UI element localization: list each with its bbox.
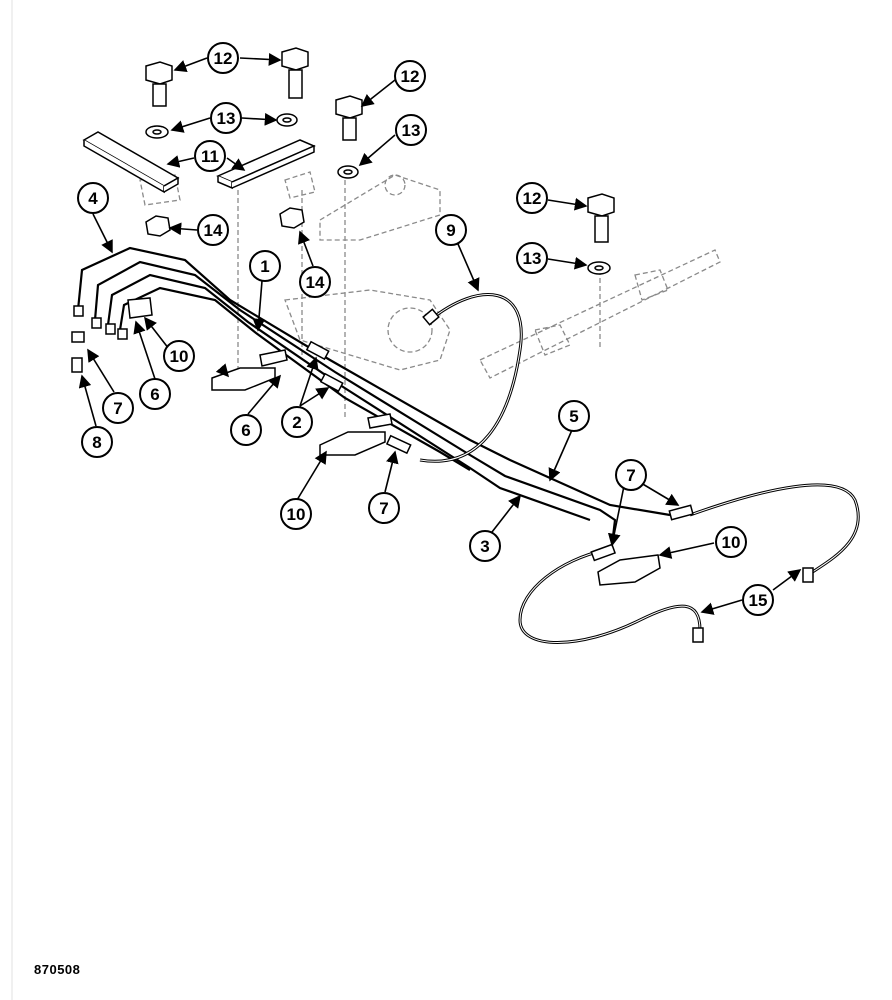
callout-15: 15 — [742, 584, 774, 616]
svg-text:15: 15 — [749, 591, 768, 610]
svg-text:1: 1 — [260, 257, 269, 276]
svg-text:3: 3 — [480, 537, 489, 556]
callout-3: 3 — [469, 530, 501, 562]
svg-text:12: 12 — [523, 189, 542, 208]
drawing-code: 870508 — [34, 962, 81, 977]
svg-text:7: 7 — [379, 499, 388, 518]
svg-text:11: 11 — [201, 147, 219, 166]
svg-text:10: 10 — [722, 533, 741, 552]
leader-lines — [78, 53, 802, 615]
callout-12a: 12 — [207, 42, 239, 74]
svg-text:6: 6 — [150, 385, 159, 404]
svg-text:8: 8 — [92, 433, 101, 452]
callout-12b: 12 — [394, 60, 426, 92]
svg-text:14: 14 — [306, 273, 325, 292]
svg-text:14: 14 — [204, 221, 223, 240]
callout-7a: 7 — [102, 392, 134, 424]
callout-14a: 14 — [197, 214, 229, 246]
callout-6b: 6 — [230, 414, 262, 446]
hose-15-right — [689, 483, 860, 577]
svg-text:12: 12 — [214, 49, 233, 68]
callout-13a: 13 — [210, 102, 242, 134]
callout-6a: 6 — [139, 378, 171, 410]
callout-9: 9 — [435, 214, 467, 246]
svg-text:10: 10 — [170, 347, 189, 366]
callout-13c: 13 — [516, 242, 548, 274]
hose-15-left — [518, 548, 702, 644]
callout-1: 1 — [249, 250, 281, 282]
svg-text:2: 2 — [292, 413, 301, 432]
callout-2: 2 — [281, 406, 313, 438]
bolts-12 — [145, 47, 615, 243]
callout-7b: 7 — [368, 492, 400, 524]
plates-11 — [82, 131, 316, 194]
callout-8: 8 — [81, 426, 113, 458]
callout-4: 4 — [77, 182, 109, 214]
nuts-14 — [145, 207, 305, 237]
svg-text:6: 6 — [241, 421, 250, 440]
callout-14b: 14 — [299, 266, 331, 298]
svg-text:5: 5 — [569, 407, 578, 426]
callout-5: 5 — [558, 400, 590, 432]
callouts: 1 2 3 4 5 6 6 7 7 7 8 9 10 10 10 11 12 1… — [77, 42, 774, 616]
callout-10a: 10 — [163, 340, 195, 372]
callout-13b: 13 — [395, 114, 427, 146]
washers-13 — [145, 113, 611, 275]
svg-text:12: 12 — [401, 67, 420, 86]
svg-text:7: 7 — [113, 399, 122, 418]
svg-text:4: 4 — [88, 189, 98, 208]
svg-text:13: 13 — [217, 109, 236, 128]
callout-7c: 7 — [615, 459, 647, 491]
callout-10c: 10 — [715, 526, 747, 558]
svg-text:13: 13 — [402, 121, 421, 140]
callout-11: 11 — [194, 140, 226, 172]
svg-text:9: 9 — [446, 221, 455, 240]
svg-text:13: 13 — [523, 249, 542, 268]
fittings — [71, 305, 814, 643]
svg-text:7: 7 — [626, 466, 635, 485]
callout-10b: 10 — [280, 498, 312, 530]
callout-12c: 12 — [516, 182, 548, 214]
svg-text:10: 10 — [287, 505, 306, 524]
